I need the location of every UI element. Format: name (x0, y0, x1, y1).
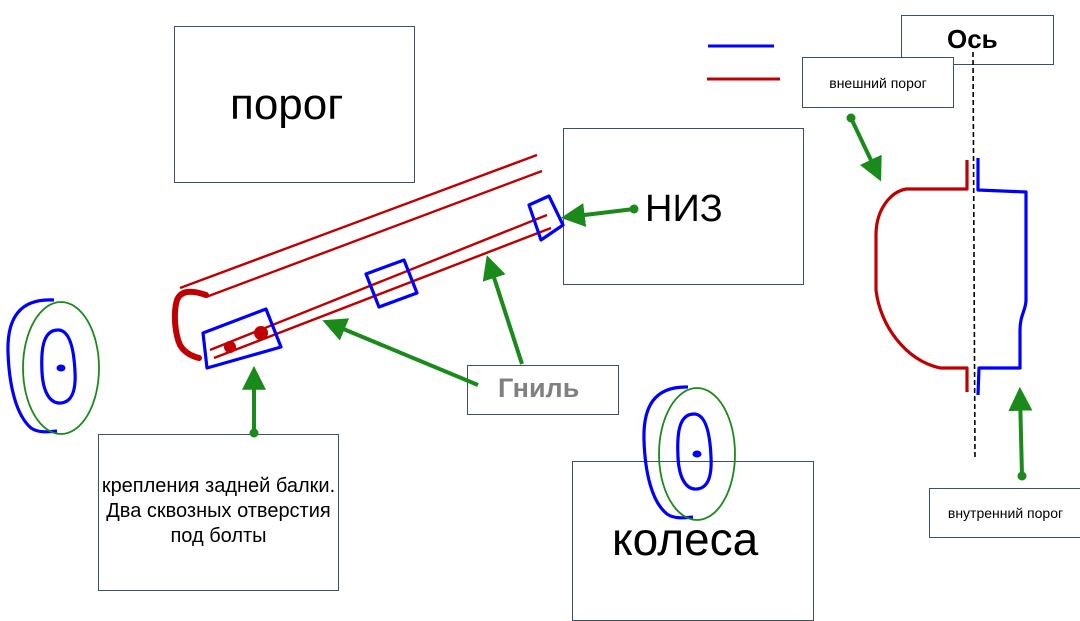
arrow-gnil-right (482, 255, 524, 365)
arrow-krepleniya-dot (249, 428, 259, 438)
os-label: Ось (947, 24, 998, 54)
krepleniya-box (98, 434, 339, 591)
arrow-vneshniy-dot (846, 113, 856, 123)
wheel-right (642, 385, 736, 521)
arrows (242, 113, 1033, 481)
axis-line (972, 51, 976, 461)
arrow-vnutrenniy-dot (1017, 471, 1027, 481)
vneshniy-label: внешний порог (829, 75, 927, 91)
vnutrenniy-label: внутренний порог (947, 505, 1064, 521)
kolesa-label: колеса (612, 513, 759, 565)
sill-outer-lines (179, 153, 552, 360)
porog-label: порог (230, 80, 344, 129)
arrow-niz (560, 203, 635, 227)
os-box (901, 15, 1054, 65)
krepleniya-label: крепления задней балки. Два сквозных отв… (101, 475, 336, 547)
porog-box (174, 26, 415, 183)
wheel-left (6, 298, 100, 435)
bolt-hole-2 (254, 326, 268, 340)
arrow-vnutrenniy (1008, 386, 1033, 477)
gnil-box (467, 365, 619, 415)
niz-label: НИЗ (645, 188, 723, 230)
inner-sill-section (976, 158, 1028, 396)
sill-curled-end (171, 288, 209, 361)
bolt-hole-1 (224, 341, 236, 353)
arrow-niz-dot (629, 204, 639, 214)
arrow-vneshniy (849, 117, 882, 182)
vnutrenniy-box (929, 488, 1080, 538)
gnil-label: Гниль (498, 373, 580, 403)
vneshniy-box (802, 57, 954, 108)
arrow-gnil-left (322, 318, 479, 387)
niz-box (563, 128, 804, 285)
outer-sill-section (874, 160, 969, 392)
